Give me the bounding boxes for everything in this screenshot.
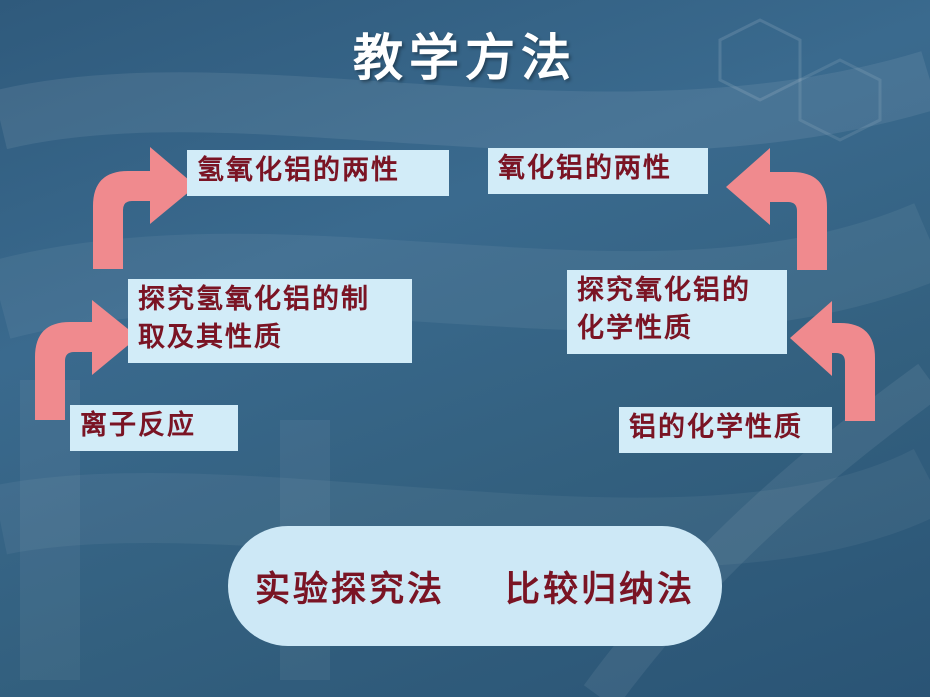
page-title: 教学方法: [353, 28, 577, 87]
teaching-methods-pill: 实验探究法 比较归纳法: [228, 526, 722, 646]
aluminum-hydroxide-prep-box: 探究氢氧化铝的制 取及其性质: [128, 279, 412, 363]
left-lower-curved-arrow: [35, 300, 138, 420]
aluminum-hydroxide-prep-line2: 取及其性质: [138, 322, 283, 353]
comparison-induction-method: 比较归纳法: [505, 568, 696, 610]
aluminum-oxide-amphoteric-label: 氧化铝的两性: [498, 153, 672, 184]
left-upper-curved-arrow: [93, 147, 196, 269]
right-upper-curved-arrow: [726, 148, 827, 270]
ionic-reaction-box: 离子反应: [70, 405, 238, 451]
aluminum-hydroxide-amphoteric-label: 氢氧化铝的两性: [197, 155, 400, 186]
aluminum-chem-label: 铝的化学性质: [629, 412, 803, 443]
right-lower-curved-arrow: [790, 301, 875, 421]
ionic-reaction-label: 离子反应: [80, 410, 196, 441]
aluminum-hydroxide-prep-line1: 探究氢氧化铝的制: [138, 284, 370, 315]
aluminum-oxide-chem-line2: 化学性质: [577, 313, 693, 344]
aluminum-oxide-chem-box: 探究氧化铝的 化学性质: [567, 270, 787, 354]
aluminum-oxide-amphoteric-box: 氧化铝的两性: [488, 148, 708, 194]
aluminum-oxide-chem-line1: 探究氧化铝的: [577, 275, 751, 306]
aluminum-chem-box: 铝的化学性质: [619, 407, 832, 453]
experimental-inquiry-method: 实验探究法: [254, 568, 445, 610]
aluminum-hydroxide-amphoteric-box: 氢氧化铝的两性: [187, 150, 449, 196]
